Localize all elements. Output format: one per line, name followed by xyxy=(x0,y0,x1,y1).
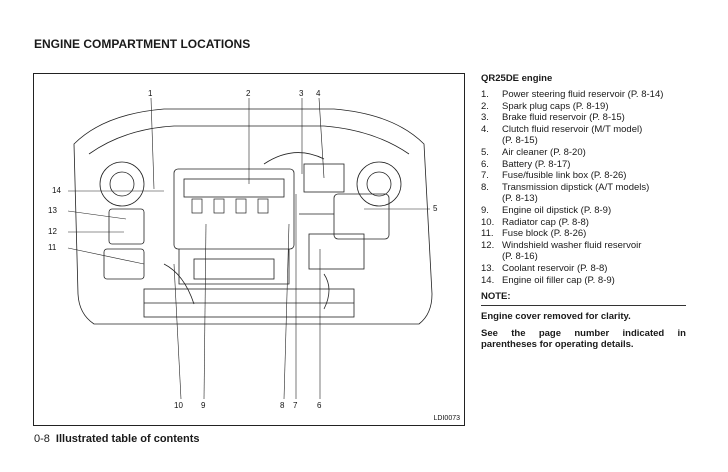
legend-item: 9. Engine oil dipstick (P. 8-9) xyxy=(481,205,686,217)
legend-item: (P. 8-13) xyxy=(481,193,686,205)
legend-text: Coolant reservoir (P. 8-8) xyxy=(502,262,608,274)
callout-3: 3 xyxy=(299,89,304,98)
callout-8: 8 xyxy=(280,401,285,410)
callout-7: 7 xyxy=(293,401,298,410)
callout-9: 9 xyxy=(201,401,206,410)
legend-text: Radiator cap (P. 8-8) xyxy=(502,216,589,228)
legend-item: 1. Power steering fluid reservoir (P. 8-1… xyxy=(481,89,686,101)
legend-num xyxy=(481,193,502,205)
legend-item: 6. Battery (P. 8-17) xyxy=(481,159,686,171)
legend-text: Power steering fluid reservoir (P. 8-14) xyxy=(502,89,664,100)
legend-text: Spark plug caps (P. 8-19) xyxy=(502,100,609,112)
legend-item: 11. Fuse block (P. 8-26) xyxy=(481,228,686,240)
legend-text: Brake fluid reservoir (P. 8-15) xyxy=(502,112,625,124)
legend-num: 9. xyxy=(481,204,489,216)
legend-item: 14. Engine oil filler cap (P. 8-9) xyxy=(481,275,686,287)
note-divider xyxy=(481,305,686,307)
legend-text: (P. 8-13) xyxy=(502,193,538,205)
legend-num xyxy=(481,135,502,147)
note-line-1: Engine cover removed for clarity. xyxy=(481,311,631,323)
callout-11: 11 xyxy=(48,243,57,252)
legend-item: 12. Windshield washer fluid reservoir xyxy=(481,240,686,252)
legend-num: 3. xyxy=(481,112,489,124)
legend-num: 8. xyxy=(481,181,489,193)
legend-num: 6. xyxy=(481,158,489,170)
page-title: ENGINE COMPARTMENT LOCATIONS xyxy=(34,37,251,51)
legend-item: 3. Brake fluid reservoir (P. 8-15) xyxy=(481,112,686,124)
legend-text: Fuse/fusible link box (P. 8-26) xyxy=(502,170,627,182)
callout-12: 12 xyxy=(48,227,57,236)
legend-num: 12. xyxy=(481,239,495,251)
section-name: Illustrated table of contents xyxy=(55,433,200,445)
callout-2: 2 xyxy=(246,89,251,98)
note-title: NOTE: xyxy=(481,291,511,303)
legend-num: 4. xyxy=(481,123,489,135)
legend-num: 11. xyxy=(481,228,494,240)
legend-text: Engine oil dipstick (P. 8-9) xyxy=(502,204,612,216)
figure-code: LDI0073 xyxy=(433,415,460,422)
callout-4: 4 xyxy=(316,89,321,98)
legend-item: (P. 8-16) xyxy=(481,251,686,263)
engine-illustration xyxy=(67,97,433,400)
legend-num: 1. xyxy=(481,89,489,100)
legend-text: (P. 8-16) xyxy=(502,251,538,263)
callout-10: 10 xyxy=(174,401,183,410)
legend-text: Air cleaner (P. 8-20) xyxy=(502,146,586,158)
legend-num: 14. xyxy=(481,274,495,286)
callout-6: 6 xyxy=(317,401,322,410)
legend-item: (P. 8-15) xyxy=(481,135,686,147)
legend-text: Clutch fluid reservoir (M/T model) xyxy=(502,123,643,135)
legend-num: 2. xyxy=(481,100,489,112)
legend-item: 5. Air cleaner (P. 8-20) xyxy=(481,147,686,159)
callout-13: 13 xyxy=(48,206,57,215)
legend-item: 10. Radiator cap (P. 8-8) xyxy=(481,217,686,229)
legend-num: 13. xyxy=(481,262,495,274)
legend-item: 2. Spark plug caps (P. 8-19) xyxy=(481,101,686,113)
legend-item: 4. Clutch fluid reservoir (M/T model) xyxy=(481,124,686,136)
engine-heading: QR25DE engine xyxy=(481,73,553,84)
legend-column: QR25DE engine 1. Power steering fluid res… xyxy=(481,73,686,356)
legend-text: Battery (P. 8-17) xyxy=(502,158,571,170)
legend-num: 7. xyxy=(481,170,489,182)
callout-5: 5 xyxy=(433,204,438,213)
legend-text: Windshield washer fluid reservoir xyxy=(502,239,642,251)
legend-text: (P. 8-15) xyxy=(502,135,538,147)
legend-num xyxy=(481,251,502,263)
page-footer: 0-8 Illustrated table of contents xyxy=(34,433,200,445)
callout-14: 14 xyxy=(52,186,61,195)
page-number: 0-8 xyxy=(34,433,50,445)
legend-text: Engine oil filler cap (P. 8-9) xyxy=(502,274,615,286)
engine-compartment-figure: 1 2 3 4 5 6 7 8 9 10 11 12 13 14 LDI0073 xyxy=(33,73,465,426)
legend-text: Transmission dipstick (A/T models) xyxy=(502,181,650,193)
legend-num: 10. xyxy=(481,216,495,228)
legend-text: Fuse block (P. 8-26) xyxy=(502,228,587,240)
legend-item: 8. Transmission dipstick (A/T models) xyxy=(481,182,686,194)
legend-item: 7. Fuse/fusible link box (P. 8-26) xyxy=(481,170,686,182)
legend-num: 5. xyxy=(481,146,489,158)
callout-1: 1 xyxy=(148,89,153,98)
note-line-2: See the page number indicated in parenth… xyxy=(481,327,686,351)
legend-list: 1. Power steering fluid reservoir (P. 8-1… xyxy=(481,89,686,286)
legend-item: 13. Coolant reservoir (P. 8-8) xyxy=(481,263,686,275)
